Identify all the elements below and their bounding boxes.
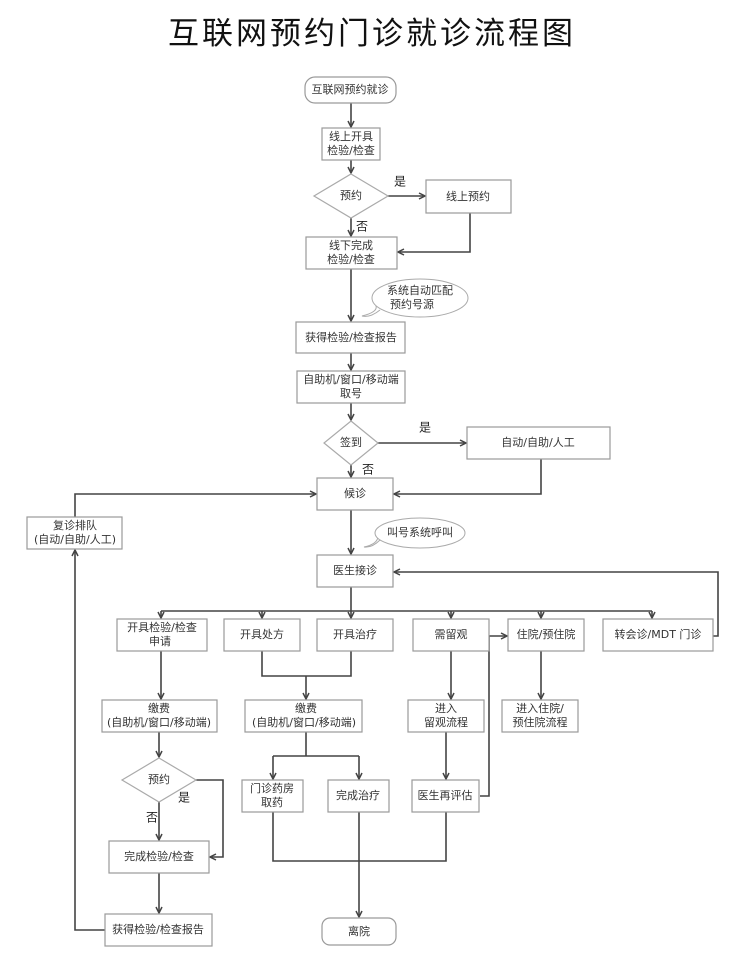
node-reassess: 医生再评估 [411,779,480,813]
node-pay-1: 缴费 (自助机/窗口/移动端) [101,699,218,733]
node-hospitalize: 住院/预住院 [507,618,585,652]
node-take-number: 自助机/窗口/移动端 取号 [296,370,406,404]
svg-text:缴费: 缴费 [148,701,170,715]
node-get-report-1: 获得检验/检查报告 [295,321,406,354]
node-online-book: 线上预约 [425,179,512,214]
node-get-report-2: 获得检验/检查报告 [104,913,213,947]
node-order-exam: 开具检验/检查 申请 [116,618,208,652]
svg-text:线下完成: 线下完成 [329,238,373,252]
svg-text:完成治疗: 完成治疗 [336,788,380,802]
svg-text:线上开具: 线上开具 [329,129,373,143]
node-revisit-queue: 复诊排队 (自动/自助/人工) [26,516,123,550]
node-doctor: 医生接诊 [316,554,394,588]
node-offline-complete: 线下完成 检验/检查 [305,236,398,270]
node-referral: 转会诊/MDT 门诊 [602,618,714,652]
svg-text:留观流程: 留观流程 [424,715,468,729]
svg-text:取号: 取号 [340,387,362,400]
node-pharmacy: 门诊药房 取药 [241,779,304,813]
svg-text:需留观: 需留观 [435,628,468,641]
node-observation: 需留观 [412,618,490,652]
node-waiting: 候诊 [316,477,394,511]
svg-text:进入住院/: 进入住院/ [516,701,564,715]
no-label: 否 [146,811,158,825]
node-start: 互联网预约就诊 [304,76,397,104]
svg-text:获得检验/检查报告: 获得检验/检查报告 [112,922,204,936]
no-label: 否 [362,463,374,477]
svg-text:候诊: 候诊 [344,486,366,500]
node-checkin-methods: 自动/自助/人工 [466,426,611,460]
svg-text:系统自动匹配: 系统自动匹配 [387,284,453,297]
svg-text:自动/自助/人工: 自动/自助/人工 [501,435,574,449]
decision-book-1: 预约 [312,173,390,219]
svg-text:检验/检查: 检验/检查 [327,252,375,266]
node-complete-exam: 完成检验/检查 [108,840,210,874]
svg-text:(自助机/窗口/移动端): (自助机/窗口/移动端) [252,715,356,729]
yes-label: 是 [419,421,431,435]
svg-text:预约号源: 预约号源 [390,297,434,311]
svg-text:获得检验/检查报告: 获得检验/检查报告 [305,330,397,344]
svg-text:转会诊/MDT 门诊: 转会诊/MDT 门诊 [615,627,702,641]
svg-text:检验/检查: 检验/检查 [327,143,375,157]
node-pay-2: 缴费 (自助机/窗口/移动端) [244,699,363,733]
node-prescription: 开具处方 [223,618,301,652]
decision-book-2: 预约 [120,757,198,803]
svg-text:申请: 申请 [149,635,171,648]
svg-text:取药: 取药 [261,796,283,809]
svg-text:开具治疗: 开具治疗 [333,627,377,641]
svg-text:(自动/自助/人工): (自动/自助/人工) [34,532,116,546]
node-online-order: 线上开具 检验/检查 [321,127,381,161]
svg-text:完成检验/检查: 完成检验/检查 [124,849,194,863]
node-treatment: 开具治疗 [316,618,394,652]
svg-text:医生再评估: 医生再评估 [418,788,473,802]
yes-label: 是 [394,175,406,189]
svg-text:医生接诊: 医生接诊 [333,563,377,577]
node-enter-hospital: 进入住院/ 预住院流程 [501,699,579,733]
node-discharge: 离院 [321,917,397,946]
decision-checkin: 签到 [323,420,379,466]
svg-text:预约: 预约 [340,189,362,202]
svg-text:自助机/窗口/移动端: 自助机/窗口/移动端 [303,372,398,386]
svg-text:(自助机/窗口/移动端): (自助机/窗口/移动端) [107,715,211,729]
note-call-system: 叫号系统呼叫 [363,517,466,549]
note-auto-match: 系统自动匹配 预约号源 [361,278,469,318]
svg-text:预约: 预约 [148,773,170,786]
connectors [75,103,719,931]
svg-text:住院/预住院: 住院/预住院 [517,627,576,641]
node-complete-treatment: 完成治疗 [327,779,390,813]
svg-text:门诊药房: 门诊药房 [250,781,294,795]
diagram-title: 互联网预约门诊就诊流程图 [168,16,576,52]
svg-text:互联网预约就诊: 互联网预约就诊 [312,82,389,96]
svg-text:叫号系统呼叫: 叫号系统呼叫 [387,526,453,539]
svg-text:缴费: 缴费 [295,701,317,715]
svg-text:开具处方: 开具处方 [240,627,284,641]
yes-label: 是 [178,791,190,805]
svg-text:预住院流程: 预住院流程 [513,715,568,729]
no-label: 否 [356,220,368,234]
svg-text:签到: 签到 [340,435,362,449]
svg-text:离院: 离院 [348,924,370,938]
svg-text:进入: 进入 [435,702,457,715]
svg-text:复诊排队: 复诊排队 [53,518,97,532]
node-enter-observation: 进入 留观流程 [407,699,485,733]
svg-text:线上预约: 线上预约 [446,189,490,203]
svg-text:开具检验/检查: 开具检验/检查 [127,620,197,634]
